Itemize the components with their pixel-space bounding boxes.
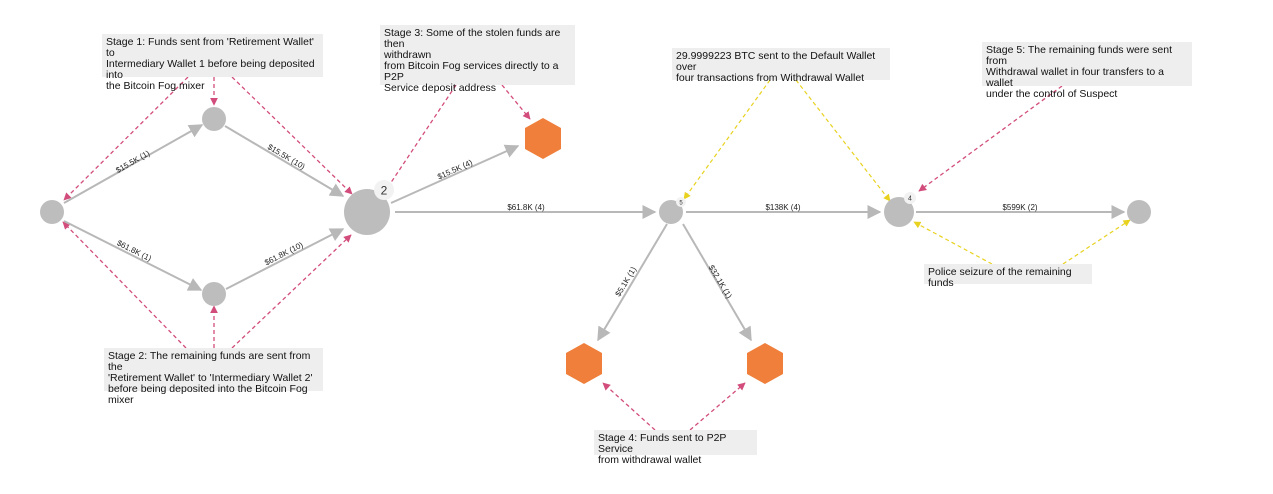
police-arrow-to-suspect-wallet [1062, 219, 1131, 265]
mixer-badge [374, 180, 394, 200]
edge-label-mixer-to-p2p-service-1: $15.5K (4) [436, 158, 474, 182]
stage3-arrow-to-p2p-service-1 [501, 84, 531, 120]
default-wallet-badge [904, 192, 916, 204]
stage3-arrow-to-mixer [385, 84, 457, 191]
edge-label-withdrawal-to-p2p-service-3: $32.1K (1) [707, 263, 734, 300]
police-seizure-note: Police seizure of the remaining funds [924, 264, 1092, 289]
stage2-arrow-to-mixer [231, 234, 352, 349]
btc-note-arrow-to-withdrawal-wallet [683, 79, 771, 200]
withdrawal-badge-count: 5 [679, 201, 683, 207]
police-arrow-to-default-wallet [913, 221, 993, 265]
edge-label-intermediary-2-to-mixer: $61.8K (10) [263, 240, 305, 267]
retirement-wallet-node[interactable] [40, 200, 64, 224]
intermediary-wallet-1-node[interactable] [202, 107, 226, 131]
stage1-arrow-to-retirement-wallet [63, 76, 189, 201]
stage2-note: Stage 2: The remaining funds are sent fr… [104, 348, 323, 406]
stage1-note: Stage 1: Funds sent from 'Retirement Wal… [102, 34, 323, 92]
stage1-arrow-to-mixer [231, 76, 353, 195]
intermediary-wallet-2-node[interactable] [202, 282, 226, 306]
edge-withdrawal-to-p2p-service-3 [682, 223, 752, 342]
btc-note-arrow-to-default-wallet [795, 79, 891, 202]
default-wallet-node[interactable] [884, 197, 914, 227]
edge-intermediary-2-to-mixer [225, 228, 345, 290]
stage5-note: Stage 5: The remaining funds were sent f… [982, 42, 1192, 100]
default-wallet-badge-count: 4 [908, 196, 912, 203]
mixer-badge-count: 2 [381, 184, 388, 198]
stage4-arrow-to-p2p-service-3 [689, 382, 746, 431]
edge-label-intermediary-1-to-mixer: $15.5K (10) [266, 142, 307, 171]
edge-withdrawal-to-p2p-service-2 [597, 223, 668, 342]
p2p-service-1-hexagon-node[interactable] [525, 118, 561, 159]
p2p-service-3-hexagon-node[interactable] [747, 343, 783, 384]
bitcoin-fog-mixer-node[interactable] [344, 189, 390, 235]
edge-mixer-to-p2p-service-1 [390, 144, 520, 204]
annotation-arrows-yellow [683, 79, 1131, 265]
suspect-wallet-node[interactable] [1127, 200, 1151, 224]
stage4-note: Stage 4: Funds sent to P2P Service from … [594, 430, 757, 466]
transaction-edges [63, 124, 1126, 342]
withdrawal-badge [676, 197, 686, 207]
edge-label-mixer-to-withdrawal-wallet: $61.8K (4) [507, 203, 545, 212]
btc-transfer-note: 29.9999223 BTC sent to the Default Walle… [672, 48, 890, 84]
stage4-arrow-to-p2p-service-2 [602, 382, 656, 431]
stage5-arrow-to-default-wallet [918, 85, 1063, 192]
stage2-arrow-to-retirement-wallet [62, 221, 187, 349]
nodes [40, 107, 1151, 384]
edge-intermediary-1-to-mixer [224, 125, 345, 197]
edge-label-withdrawal-to-default-wallet: $138K (4) [765, 203, 800, 212]
edge-label-default-to-suspect-wallet: $599K (2) [1002, 203, 1037, 212]
stage3-note: Stage 3: Some of the stolen funds are th… [380, 25, 575, 94]
edge-retirement-to-intermediary-1 [63, 124, 204, 204]
withdrawal-wallet-node[interactable] [659, 200, 683, 224]
node-badges: 2 5 4 [374, 180, 916, 207]
edge-label-retirement-to-intermediary-1: $15.5K (1) [114, 149, 151, 175]
p2p-service-2-hexagon-node[interactable] [566, 343, 602, 384]
annotation-arrows-pink [62, 76, 1063, 431]
edge-retirement-to-intermediary-2 [63, 220, 203, 291]
